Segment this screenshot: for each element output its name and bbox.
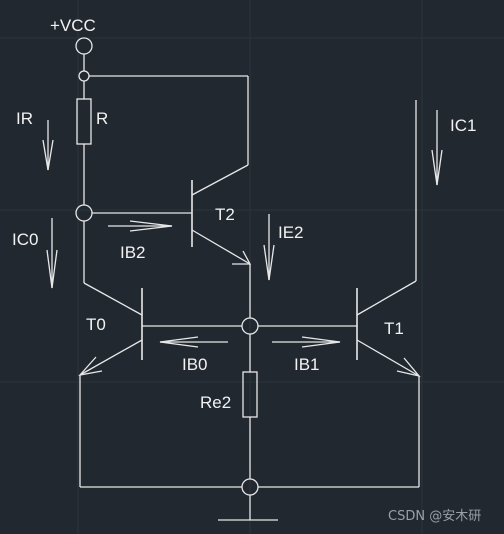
resistor-re2-label: Re2 bbox=[200, 393, 231, 412]
resistor-r bbox=[76, 98, 92, 145]
current-ir-label: IR bbox=[16, 109, 33, 128]
t1-emitter-arrow bbox=[396, 357, 421, 378]
current-arrow-ic0 bbox=[46, 218, 58, 289]
transistor-t2-label: T2 bbox=[215, 205, 235, 224]
current-ib0-label: IB0 bbox=[182, 355, 208, 374]
current-ie2-label: IE2 bbox=[278, 223, 304, 242]
transistor-t0-label: T0 bbox=[86, 315, 106, 334]
transistor-t1-label: T1 bbox=[384, 319, 404, 338]
wire-t2-emitter bbox=[191, 229, 251, 265]
current-ib2-label: IB2 bbox=[120, 243, 146, 262]
current-arrow-ie2 bbox=[263, 214, 275, 281]
junction-node-top bbox=[78, 70, 90, 82]
resistor-r-label: R bbox=[96, 109, 108, 128]
current-ic1-label: IC1 bbox=[450, 116, 476, 135]
current-arrow-ib0 bbox=[159, 336, 228, 348]
wire-t1-collector-diag bbox=[356, 280, 417, 316]
current-ic0-label: IC0 bbox=[12, 230, 38, 249]
current-arrow-ic1 bbox=[431, 110, 443, 186]
wire-t1-emitter bbox=[356, 339, 420, 377]
current-arrow-ib2 bbox=[108, 220, 173, 232]
t0-emitter-arrow bbox=[78, 356, 103, 376]
wire-t0-collector-diag bbox=[83, 282, 143, 316]
current-arrow-ib1 bbox=[272, 336, 341, 348]
vcc-label: +VCC bbox=[50, 16, 96, 35]
current-ib1-label: IB1 bbox=[294, 355, 320, 374]
current-arrow-ir bbox=[42, 120, 54, 171]
wire-t0-emitter bbox=[79, 339, 143, 376]
watermark: CSDN @安木研 bbox=[388, 509, 481, 524]
wire-t2-collector-diag bbox=[191, 164, 249, 196]
